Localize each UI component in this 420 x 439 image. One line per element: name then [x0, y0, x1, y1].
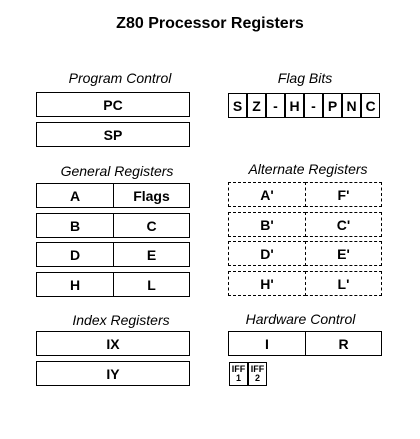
iff2-flip-flop: IFF 2: [248, 362, 267, 386]
alternate-registers-title: Alternate Registers: [248, 161, 368, 177]
register-c: C: [113, 213, 190, 238]
register-a: A: [36, 183, 114, 208]
iy-register: IY: [36, 361, 190, 386]
iff2-label: IFF: [250, 364, 265, 374]
iff1-label: IFF: [231, 364, 246, 374]
sp-register: SP: [36, 122, 190, 147]
flag-bit-s: S: [228, 93, 247, 118]
register-l: L: [113, 272, 190, 297]
r-register: R: [305, 331, 382, 356]
register-h-alt: H': [228, 271, 306, 296]
register-d-alt: D': [228, 241, 306, 266]
general-registers-title: General Registers: [60, 163, 174, 179]
register-c-alt: C': [305, 212, 382, 237]
register-b: B: [36, 213, 114, 238]
flag-bit-unused-5: -: [266, 93, 285, 118]
iff2-number: 2: [254, 373, 260, 383]
flag-bit-h: H: [285, 93, 304, 118]
flag-bit-n: N: [342, 93, 361, 118]
flag-bit-z: Z: [247, 93, 266, 118]
register-b-alt: B': [228, 212, 306, 237]
flag-bit-c: C: [361, 93, 380, 118]
register-f-alt: F': [305, 182, 382, 207]
register-d: D: [36, 242, 114, 267]
diagram-title: Z80 Processor Registers: [116, 15, 304, 32]
register-a-alt: A': [228, 182, 306, 207]
flag-bit-p: P: [323, 93, 342, 118]
flag-bit-unused-3: -: [304, 93, 323, 118]
pc-register: PC: [36, 92, 190, 117]
flag-bits-title: Flag Bits: [277, 70, 333, 86]
register-e-alt: E': [305, 241, 382, 266]
register-l-alt: L': [305, 271, 382, 296]
i-register: I: [228, 331, 306, 356]
ix-register: IX: [36, 331, 190, 356]
iff1-number: 1: [235, 373, 241, 383]
program-control-title: Program Control: [68, 70, 172, 86]
hardware-control-title: Hardware Control: [245, 311, 356, 327]
register-h: H: [36, 272, 114, 297]
register-e: E: [113, 242, 190, 267]
register-flags: Flags: [113, 183, 190, 208]
iff1-flip-flop: IFF 1: [229, 362, 248, 386]
index-registers-title: Index Registers: [72, 312, 170, 328]
